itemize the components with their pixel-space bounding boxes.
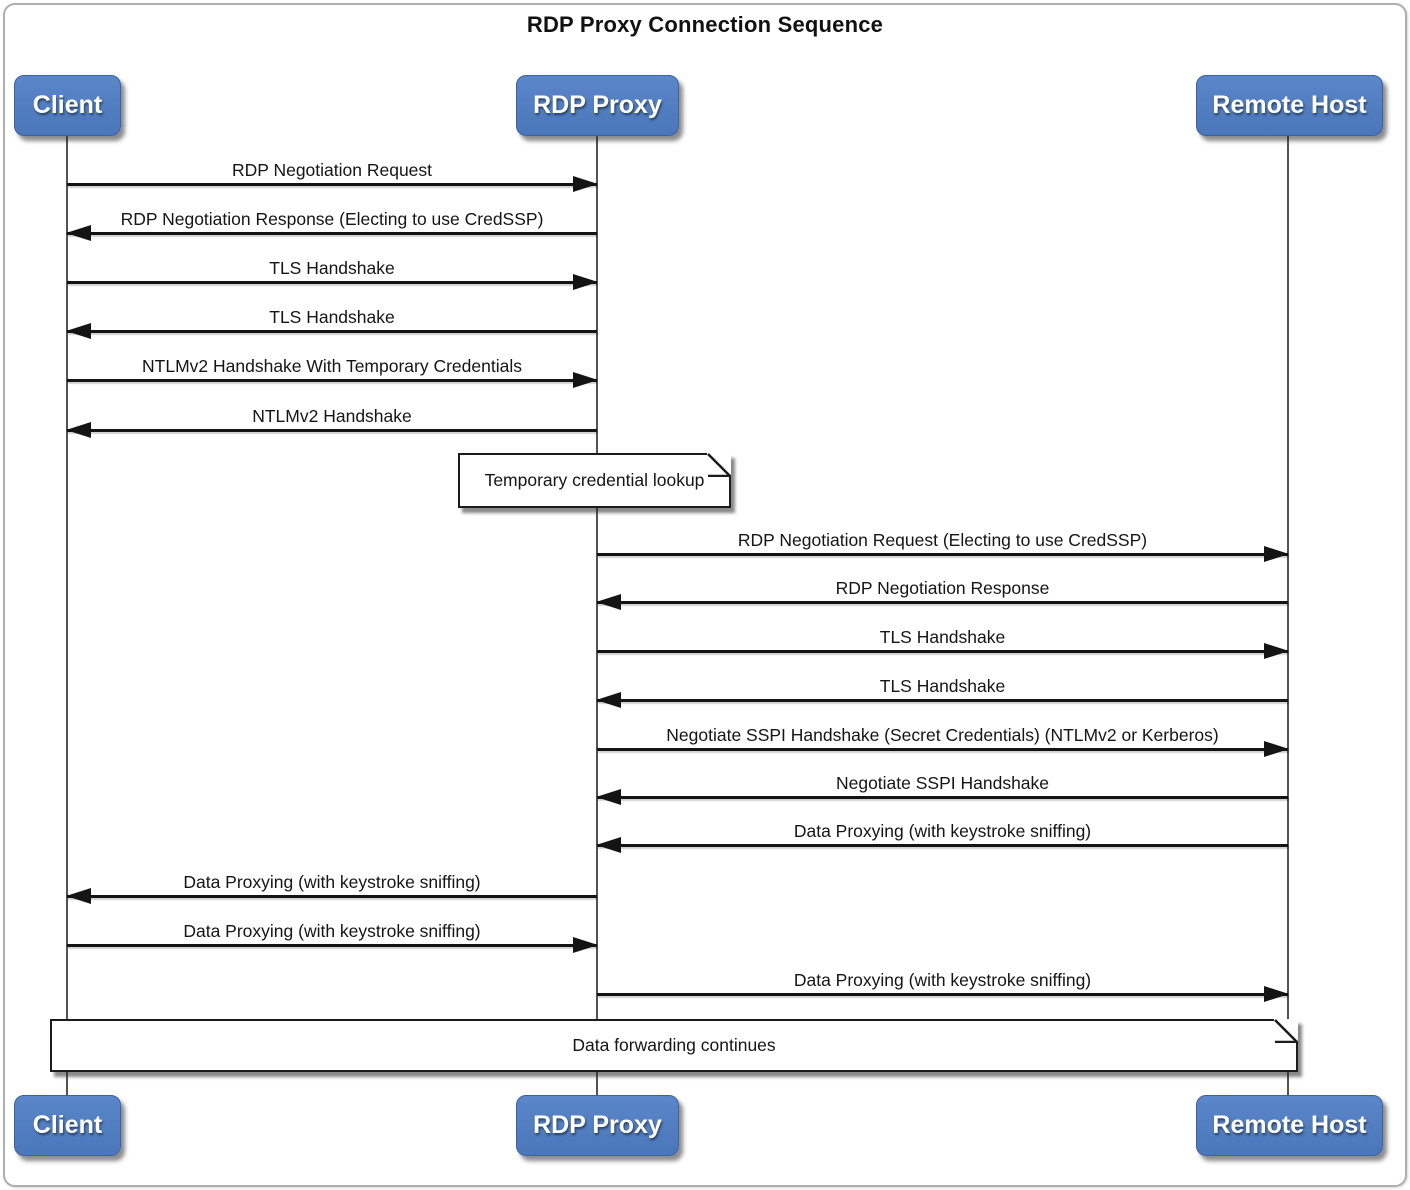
arrow-head-left-icon xyxy=(596,594,621,610)
arrow-head-right-icon xyxy=(573,937,598,953)
message-label: TLS Handshake xyxy=(879,676,1006,696)
message-arrow: TLS Handshake xyxy=(67,257,598,290)
arrow-head-left-icon xyxy=(66,323,91,339)
arrow-head-right-icon xyxy=(573,176,598,192)
message-arrow: NTLMv2 Handshake xyxy=(66,405,597,438)
message-label: RDP Negotiation Response (Electing to us… xyxy=(120,209,544,229)
note-fold-icon xyxy=(1274,1019,1298,1043)
actor-remote-host-top: Remote Host xyxy=(1196,75,1383,136)
message-arrow: Data Proxying (with keystroke sniffing) xyxy=(66,871,597,904)
message-arrow: Data Proxying (with keystroke sniffing) xyxy=(597,969,1289,1002)
arrow-line xyxy=(597,986,1289,1002)
arrow-line xyxy=(596,692,1288,708)
arrow-head-left-icon xyxy=(596,837,621,853)
message-label: Negotiate SSPI Handshake xyxy=(835,773,1050,793)
message-label: TLS Handshake xyxy=(879,627,1006,647)
arrow-line xyxy=(597,546,1289,562)
message-arrow: NTLMv2 Handshake With Temporary Credenti… xyxy=(67,355,598,388)
arrow-head-left-icon xyxy=(596,789,621,805)
arrow-line xyxy=(67,176,598,192)
actor-rdp-proxy-label: RDP Proxy xyxy=(533,1111,662,1139)
arrow-line xyxy=(67,937,598,953)
lifeline-rdp-proxy xyxy=(596,136,598,1095)
actor-client-top: Client xyxy=(14,75,121,136)
message-label: TLS Handshake xyxy=(269,258,395,278)
message-label: NTLMv2 Handshake With Temporary Credenti… xyxy=(142,356,522,376)
message-arrow: TLS Handshake xyxy=(597,626,1289,659)
message-arrow: RDP Negotiation Response xyxy=(596,577,1288,610)
message-arrow: Negotiate SSPI Handshake xyxy=(596,772,1288,805)
actor-client-label: Client xyxy=(32,1111,103,1139)
arrow-head-left-icon xyxy=(66,888,91,904)
message-label: Data Proxying (with keystroke sniffing) xyxy=(183,872,481,892)
actor-remote-host-bottom: Remote Host xyxy=(1196,1095,1383,1156)
arrow-line xyxy=(596,789,1288,805)
message-arrow: Data Proxying (with keystroke sniffing) xyxy=(67,920,598,953)
message-arrow: Data Proxying (with keystroke sniffing) xyxy=(596,820,1288,853)
actor-rdp-proxy-top: RDP Proxy xyxy=(516,75,679,136)
arrow-line xyxy=(596,594,1288,610)
message-label: Data Proxying (with keystroke sniffing) xyxy=(793,970,1092,990)
lifeline-remote-host xyxy=(1287,136,1289,1095)
message-arrow: RDP Negotiation Request (Electing to use… xyxy=(597,529,1289,562)
arrow-line xyxy=(67,372,598,388)
arrow-line xyxy=(66,888,597,904)
arrow-head-right-icon xyxy=(573,372,598,388)
arrow-head-right-icon xyxy=(1264,643,1289,659)
arrow-line xyxy=(597,643,1289,659)
note-label: Data forwarding continues xyxy=(572,1035,776,1055)
actor-remote-host-label: Remote Host xyxy=(1212,91,1367,119)
actor-rdp-proxy-label: RDP Proxy xyxy=(533,91,662,119)
note-data-forwarding-continues: Data forwarding continues xyxy=(50,1019,1298,1072)
message-label: Data Proxying (with keystroke sniffing) xyxy=(793,821,1092,841)
message-label: RDP Negotiation Request xyxy=(231,160,433,180)
arrow-line xyxy=(66,422,597,438)
arrow-line xyxy=(66,323,597,339)
note-fold-icon xyxy=(707,453,731,477)
message-label: Data Proxying (with keystroke sniffing) xyxy=(183,921,481,941)
arrow-head-right-icon xyxy=(1264,546,1289,562)
lifeline-client xyxy=(66,136,68,1095)
arrow-line xyxy=(67,274,598,290)
message-label: RDP Negotiation Request (Electing to use… xyxy=(737,530,1148,550)
actor-rdp-proxy-bottom: RDP Proxy xyxy=(516,1095,679,1156)
arrow-head-left-icon xyxy=(66,225,91,241)
diagram-title: RDP Proxy Connection Sequence xyxy=(526,12,884,37)
note-label: Temporary credential lookup xyxy=(484,470,705,490)
actor-client-label: Client xyxy=(32,91,103,119)
arrow-head-right-icon xyxy=(573,274,598,290)
message-label: NTLMv2 Handshake xyxy=(252,406,412,426)
message-label: TLS Handshake xyxy=(269,307,395,327)
message-arrow: TLS Handshake xyxy=(66,306,597,339)
message-arrow: RDP Negotiation Request xyxy=(67,159,598,192)
actor-client-bottom: Client xyxy=(14,1095,121,1156)
message-arrow: Negotiate SSPI Handshake (Secret Credent… xyxy=(597,724,1289,757)
arrow-head-right-icon xyxy=(1264,741,1289,757)
arrow-line xyxy=(597,741,1289,757)
message-label: RDP Negotiation Response xyxy=(835,578,1050,598)
message-label: Negotiate SSPI Handshake (Secret Credent… xyxy=(666,725,1219,745)
message-arrow: TLS Handshake xyxy=(596,675,1288,708)
arrow-line xyxy=(596,837,1288,853)
actor-remote-host-label: Remote Host xyxy=(1212,1111,1367,1139)
arrow-head-left-icon xyxy=(596,692,621,708)
arrow-head-right-icon xyxy=(1264,986,1289,1002)
arrow-head-left-icon xyxy=(66,422,91,438)
message-arrow: RDP Negotiation Response (Electing to us… xyxy=(66,208,597,241)
arrow-line xyxy=(66,225,597,241)
note-temporary-credential-lookup: Temporary credential lookup xyxy=(458,453,731,508)
